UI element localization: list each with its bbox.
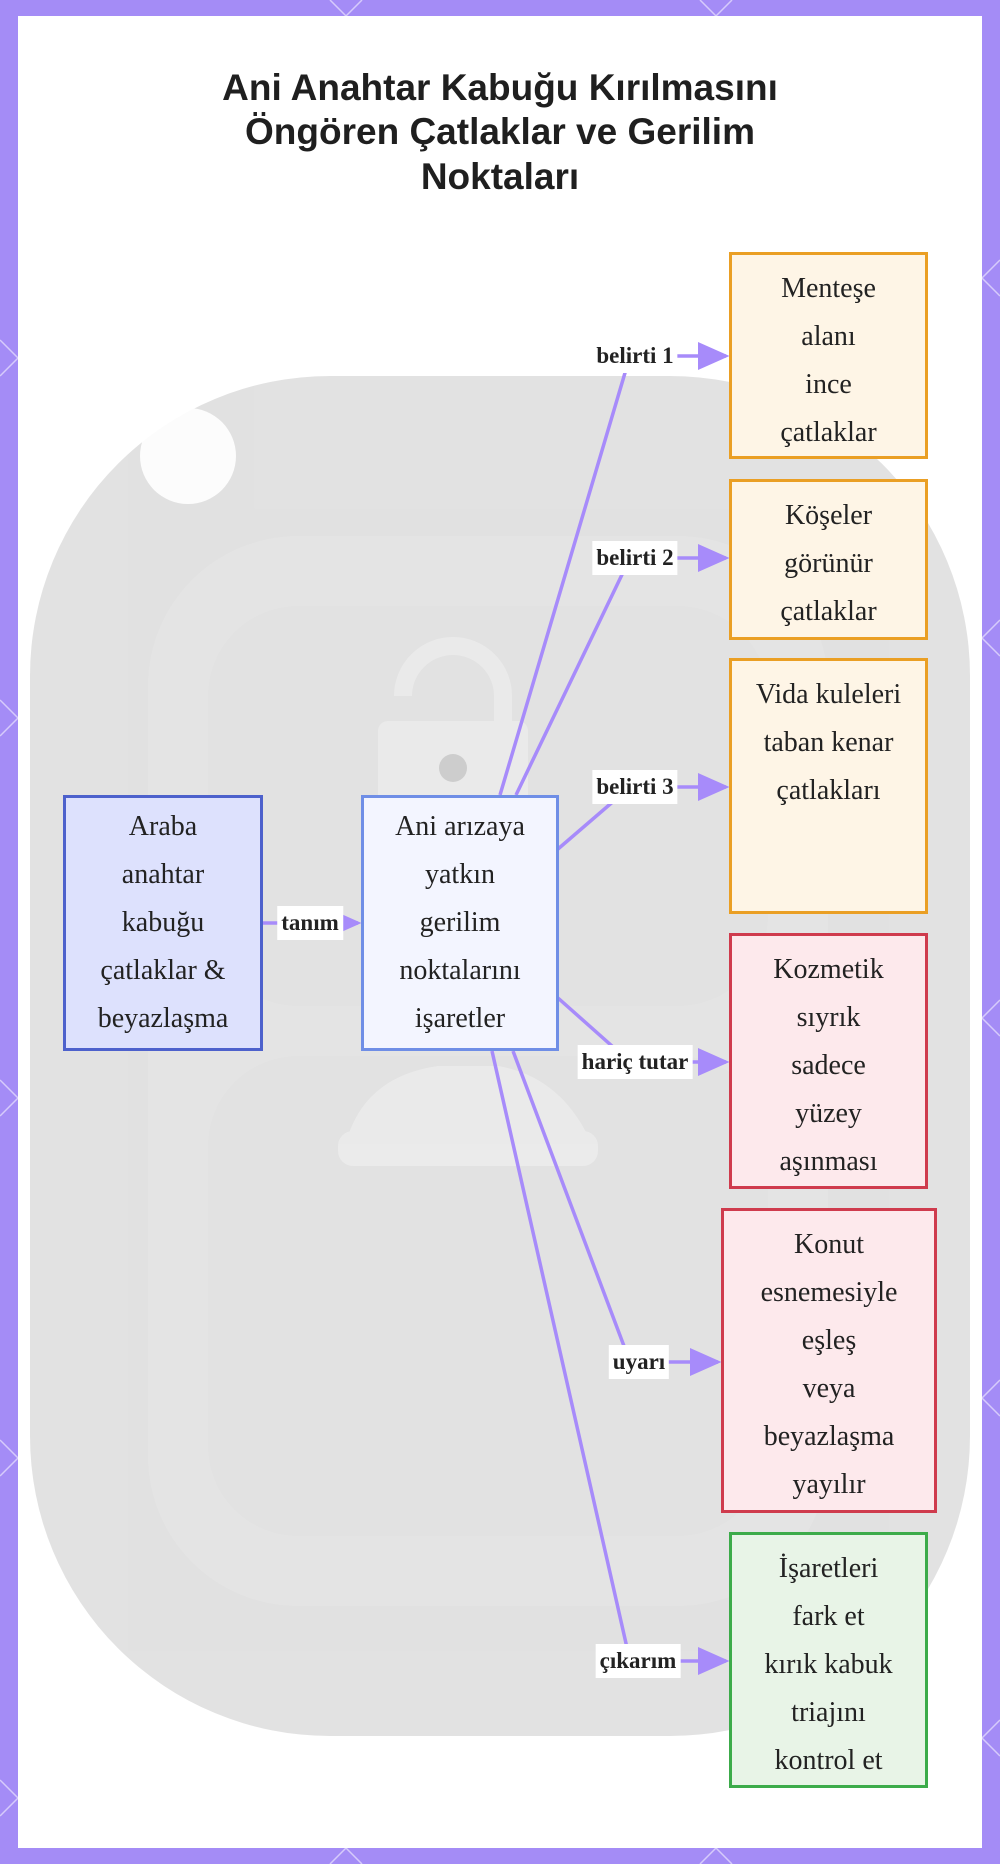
symptom1-line: Menteşe: [781, 265, 876, 313]
center-line: noktalarını: [399, 947, 520, 995]
source-node: Araba anahtar kabuğu çatlaklar & beyazla…: [63, 795, 263, 1051]
center-line: yatkın: [425, 851, 495, 899]
edge-label-definition: tanım: [277, 906, 343, 940]
center-line: gerilim: [420, 899, 501, 947]
warning-line: esnemesiyle: [761, 1269, 898, 1317]
conclusion-line: İşaretleri: [779, 1545, 879, 1593]
edge-symptom2: [516, 558, 726, 795]
warning-line: veya: [803, 1365, 856, 1413]
conclusion-line: kontrol et: [774, 1737, 882, 1785]
symptom3-line: çatlakları: [776, 767, 880, 815]
conclusion-line: fark et: [792, 1593, 864, 1641]
warning-line: Konut: [794, 1221, 864, 1269]
warning-node: Konut esnemesiyle eşleş veya beyazlaşma …: [721, 1208, 937, 1513]
source-line: kabuğu: [122, 899, 204, 947]
symptom2-line: çatlaklar: [780, 588, 876, 636]
symptom3-line: taban kenar: [764, 719, 894, 767]
excludes-line: sıyrık: [797, 994, 861, 1042]
edge-label-excludes: hariç tutar: [578, 1045, 693, 1079]
conclusion-line: kırık kabuk: [764, 1641, 892, 1689]
source-line: Araba: [129, 803, 197, 851]
edge-label-conclusion: çıkarım: [596, 1644, 681, 1678]
center-node: Ani arızaya yatkın gerilim noktalarını i…: [361, 795, 559, 1051]
center-line: işaretler: [415, 995, 505, 1043]
symptom1-line: alanı: [801, 313, 855, 361]
excludes-line: sadece: [791, 1042, 866, 1090]
conclusion-node: İşaretleri fark et kırık kabuk triajını …: [729, 1532, 928, 1788]
source-line: çatlaklar &: [100, 947, 225, 995]
edge-label-symptom3: belirti 3: [592, 770, 677, 804]
symptom1-node: Menteşe alanı ince çatlaklar: [729, 252, 928, 459]
symptom3-node: Vida kuleleri taban kenar çatlakları: [729, 658, 928, 914]
center-line: Ani arızaya: [395, 803, 525, 851]
symptom3-line: Vida kuleleri: [756, 671, 901, 719]
edge-label-symptom1: belirti 1: [592, 339, 677, 373]
symptom2-line: görünür: [784, 540, 873, 588]
edge-label-warning: uyarı: [609, 1345, 669, 1379]
warning-line: beyazlaşma: [764, 1413, 895, 1461]
symptom2-node: Köşeler görünür çatlaklar: [729, 479, 928, 640]
diagram-canvas: Ani Anahtar Kabuğu Kırılmasını Öngören Ç…: [18, 16, 982, 1848]
warning-line: eşleş: [802, 1317, 856, 1365]
symptom2-line: Köşeler: [785, 492, 872, 540]
excludes-line: aşınması: [780, 1138, 878, 1186]
edge-symptom1: [500, 356, 726, 795]
edge-label-symptom2: belirti 2: [592, 541, 677, 575]
symptom1-line: ince: [805, 361, 852, 409]
symptom1-line: çatlaklar: [780, 409, 876, 457]
edge-warning: [513, 1051, 718, 1362]
excludes-line: Kozmetik: [773, 946, 883, 994]
conclusion-line: triajını: [791, 1689, 866, 1737]
excludes-node: Kozmetik sıyrık sadece yüzey aşınması: [729, 933, 928, 1189]
source-line: beyazlaşma: [98, 995, 229, 1043]
warning-line: yayılır: [792, 1461, 865, 1509]
source-line: anahtar: [122, 851, 204, 899]
excludes-line: yüzey: [795, 1090, 862, 1138]
